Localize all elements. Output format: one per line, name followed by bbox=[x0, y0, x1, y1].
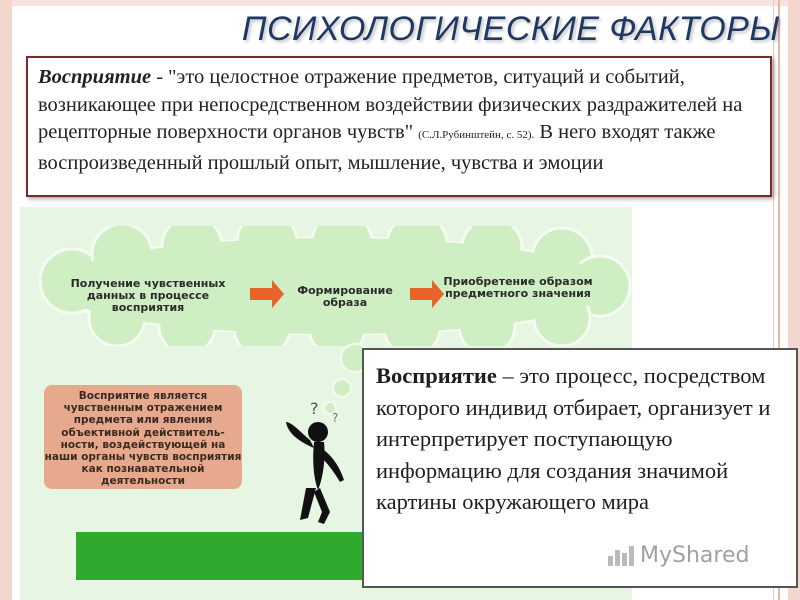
definition-text: - "это целостное отражение предметов, си… bbox=[38, 66, 743, 143]
arrow-icon bbox=[250, 280, 284, 308]
thinking-person-icon: ? ? bbox=[286, 399, 344, 524]
svg-text:?: ? bbox=[332, 411, 338, 425]
slide-title: ПСИХОЛОГИЧЕСКИЕ ФАКТОРЫ bbox=[241, 10, 780, 48]
process-cloud bbox=[38, 226, 632, 346]
perception-note: Восприятие является чувственным отражени… bbox=[44, 385, 242, 489]
process-step-2: Формирование образа bbox=[297, 284, 393, 309]
bar-chart-icon bbox=[608, 546, 634, 566]
frame-left-stripe bbox=[0, 0, 12, 600]
process-definition-term: Восприятие bbox=[376, 363, 497, 388]
svg-text:?: ? bbox=[310, 399, 319, 418]
process-definition-text: – это процесс, посредством которого инди… bbox=[376, 363, 771, 514]
process-definition-box: Восприятие – это процесс, посредством ко… bbox=[362, 348, 798, 588]
process-step-1: Получение чувственных данных в процессе … bbox=[70, 277, 226, 314]
arrow-icon bbox=[410, 280, 444, 308]
definition-citation: (С.Л.Рубинштейн, с. 52). bbox=[418, 129, 535, 141]
watermark-text: MyShared bbox=[640, 542, 750, 568]
green-bar bbox=[76, 532, 362, 580]
definition-text-continued: В него входят также воспроизведенный про… bbox=[38, 121, 716, 174]
watermark: MyShared bbox=[606, 540, 776, 570]
process-step-3: Приобретение образом предметного значени… bbox=[443, 275, 593, 300]
definition-box: Восприятие - "это целостное отражение пр… bbox=[26, 56, 772, 197]
frame-top bbox=[0, 0, 800, 6]
definition-term: Восприятие bbox=[38, 66, 152, 88]
frame-right-line-thin bbox=[773, 0, 774, 600]
frame-right-line bbox=[778, 0, 780, 600]
